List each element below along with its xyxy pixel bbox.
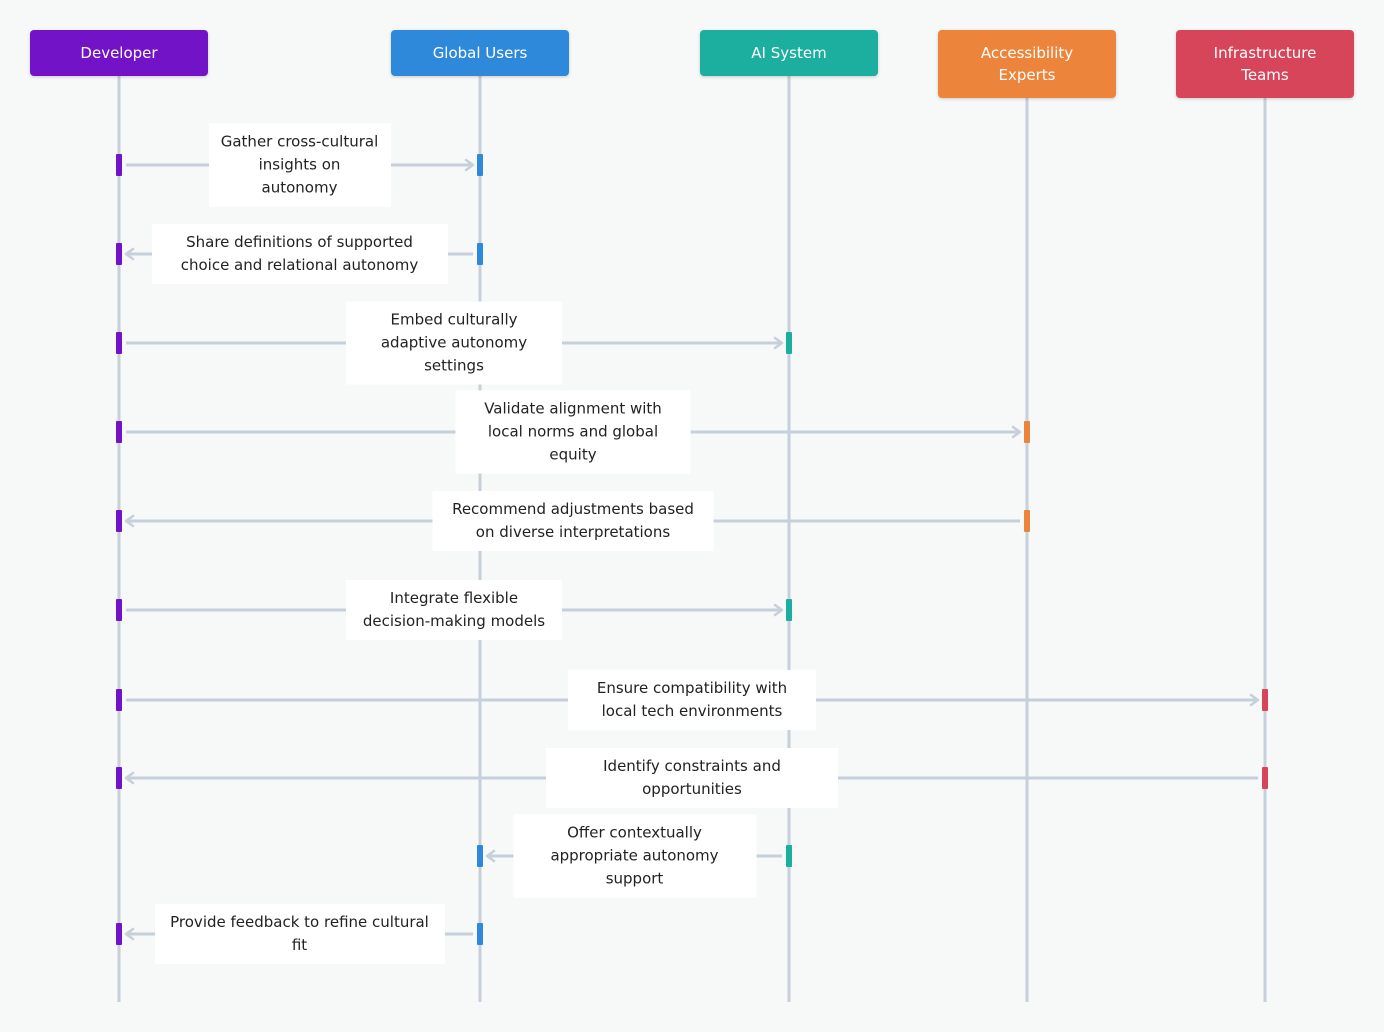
actor-global-users[interactable]: Global Users bbox=[391, 30, 569, 76]
activation-ai-system bbox=[786, 845, 792, 867]
message-label: Ensure compatibility with local tech env… bbox=[568, 670, 816, 730]
actor-label: Developer bbox=[80, 44, 158, 62]
message-label: Identify constraints and opportunities bbox=[546, 748, 838, 808]
actor-accessibility-experts[interactable]: Accessibility Experts bbox=[938, 30, 1116, 98]
message-label: Embed culturally adaptive autonomy setti… bbox=[346, 301, 562, 385]
activation-accessibility-experts bbox=[1024, 421, 1030, 443]
activation-global-users bbox=[477, 923, 483, 945]
arrowhead-icon bbox=[485, 849, 496, 863]
actor-ai-system[interactable]: AI System bbox=[700, 30, 878, 76]
activation-developer bbox=[116, 154, 122, 176]
activation-accessibility-experts bbox=[1024, 510, 1030, 532]
message-label: Recommend adjustments based on diverse i… bbox=[432, 491, 714, 551]
arrowhead-icon bbox=[124, 514, 135, 528]
activation-infrastructure-teams bbox=[1262, 689, 1268, 711]
message-label: Offer contextually appropriate autonomy … bbox=[513, 814, 756, 898]
activation-ai-system bbox=[786, 332, 792, 354]
activation-developer bbox=[116, 599, 122, 621]
activation-developer bbox=[116, 421, 122, 443]
arrowhead-icon bbox=[464, 158, 475, 172]
actor-label: Infrastructure Teams bbox=[1213, 44, 1317, 84]
activation-developer bbox=[116, 243, 122, 265]
activation-global-users bbox=[477, 845, 483, 867]
activation-developer bbox=[116, 767, 122, 789]
arrowhead-icon bbox=[124, 247, 135, 261]
message-label: Share definitions of supported choice an… bbox=[151, 224, 448, 284]
actor-label: Accessibility Experts bbox=[980, 44, 1074, 84]
activation-global-users bbox=[477, 154, 483, 176]
message-label: Validate alignment with local norms and … bbox=[455, 390, 691, 474]
arrowhead-icon bbox=[124, 771, 135, 785]
activation-developer bbox=[116, 923, 122, 945]
message-label: Integrate flexible decision-making model… bbox=[346, 580, 562, 640]
activation-developer bbox=[116, 689, 122, 711]
activation-infrastructure-teams bbox=[1262, 767, 1268, 789]
actor-infrastructure-teams[interactable]: Infrastructure Teams bbox=[1176, 30, 1354, 98]
activation-ai-system bbox=[786, 599, 792, 621]
arrowhead-icon bbox=[1249, 693, 1260, 707]
message-label: Provide feedback to refine cultural fit bbox=[154, 904, 445, 964]
actor-label: AI System bbox=[751, 44, 827, 62]
arrowhead-icon bbox=[124, 927, 135, 941]
actor-label: Global Users bbox=[432, 44, 528, 62]
message-label: Gather cross-cultural insights on autono… bbox=[208, 123, 391, 207]
activation-developer bbox=[116, 332, 122, 354]
activation-global-users bbox=[477, 243, 483, 265]
activation-developer bbox=[116, 510, 122, 532]
arrowhead-icon bbox=[1011, 425, 1022, 439]
arrowhead-icon bbox=[773, 603, 784, 617]
actor-developer[interactable]: Developer bbox=[30, 30, 208, 76]
arrowhead-icon bbox=[773, 336, 784, 350]
